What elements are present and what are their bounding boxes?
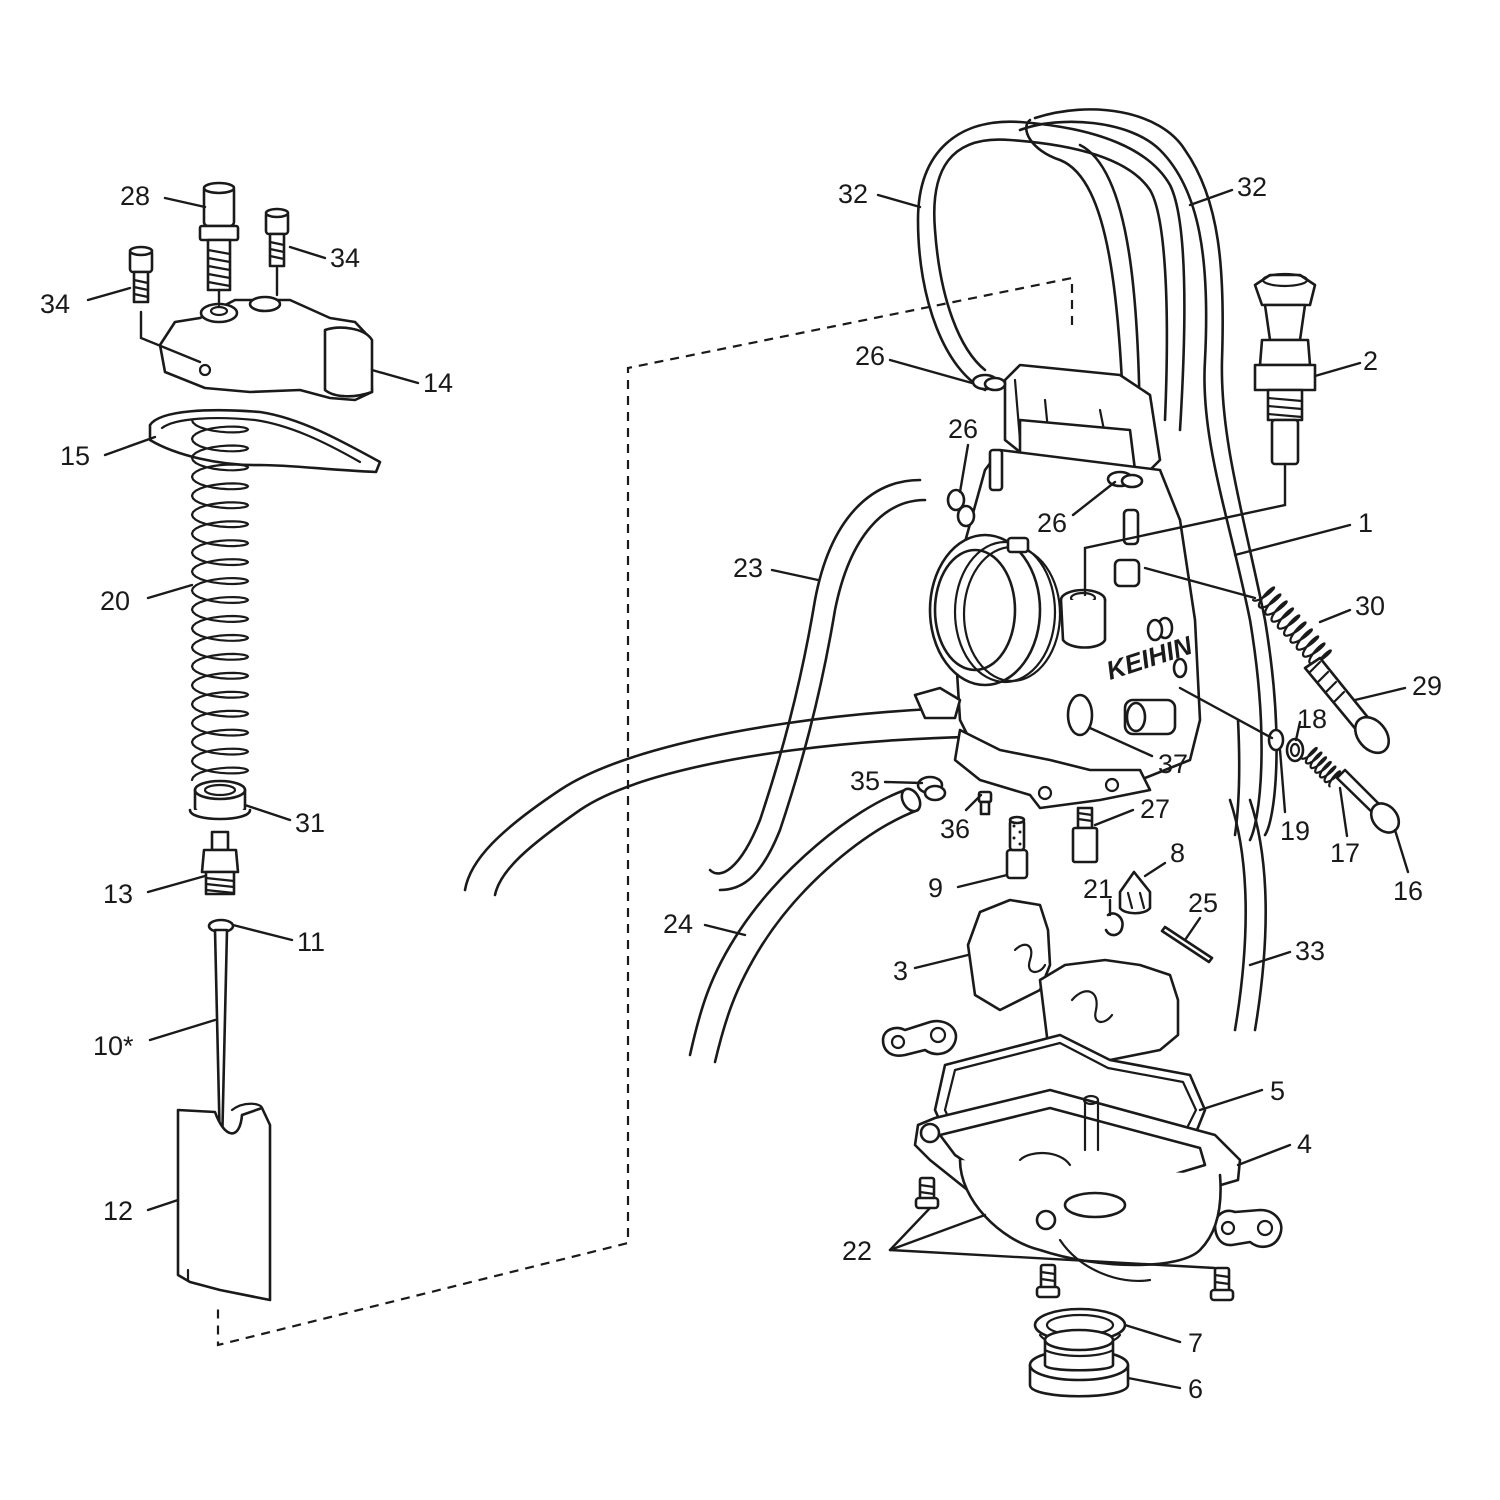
callout-8: 8 <box>1170 838 1185 868</box>
part-22-bowl-screw-c <box>1209 1266 1235 1302</box>
callout-5: 5 <box>1270 1076 1285 1106</box>
callout-labels: 28 34 34 14 15 20 31 13 11 10* 12 32 32 … <box>40 172 1442 1404</box>
callout-26-right: 26 <box>1037 508 1067 538</box>
part-31-spring-retainer <box>188 779 252 821</box>
small-gasket-plate-right <box>1213 1208 1283 1249</box>
part-18-washer <box>1285 737 1305 763</box>
callout-37: 37 <box>1158 749 1188 779</box>
part-30-idle-screw-spring <box>1252 586 1332 672</box>
part-26-clamp-top <box>971 373 1007 392</box>
part-8-float-needle-valve <box>1118 870 1152 915</box>
part-25-float-pin <box>1160 925 1214 964</box>
part-4-float-bowl <box>913 1088 1242 1282</box>
callout-32-left: 32 <box>838 179 868 209</box>
overflow-hose-33 <box>1228 798 1267 1032</box>
callout-16: 16 <box>1393 876 1423 906</box>
callout-18: 18 <box>1297 704 1327 734</box>
part-6-drain-plug <box>1028 1328 1130 1398</box>
callout-22: 22 <box>842 1236 872 1266</box>
callout-21: 21 <box>1083 874 1113 904</box>
callout-17: 17 <box>1330 838 1360 868</box>
part-13-needle-holder <box>200 830 240 896</box>
callout-10: 10* <box>93 1031 134 1061</box>
leader-lines <box>86 188 1410 1390</box>
callout-24: 24 <box>663 909 693 939</box>
callout-27: 27 <box>1140 794 1170 824</box>
callout-14: 14 <box>423 368 453 398</box>
part-12-throttle-slide <box>176 1102 272 1302</box>
callout-23: 23 <box>733 553 763 583</box>
part-20-slide-spring <box>190 418 250 782</box>
callout-30: 30 <box>1355 591 1385 621</box>
part-34-screw-left <box>128 245 154 304</box>
part-28-hose-fitting <box>198 181 240 292</box>
callout-2: 2 <box>1363 346 1378 376</box>
part-17-air-screw-spring <box>1300 746 1342 788</box>
callout-1: 1 <box>1358 508 1373 538</box>
callout-15: 15 <box>60 441 90 471</box>
callout-31: 31 <box>295 808 325 838</box>
callout-28: 28 <box>120 181 150 211</box>
vent-hose-23 <box>708 478 927 892</box>
part-26-clamp-left <box>946 488 976 528</box>
callout-12: 12 <box>103 1196 133 1226</box>
part-21-valve-clip <box>1104 912 1124 937</box>
part-34-screw-right <box>264 207 290 268</box>
part-15-cover-gasket <box>148 408 382 474</box>
part-27-main-jet <box>1071 806 1099 864</box>
callout-19: 19 <box>1280 816 1310 846</box>
part-22-bowl-screw-a <box>914 1176 940 1210</box>
callout-7: 7 <box>1188 1328 1203 1358</box>
callout-36: 36 <box>940 814 970 844</box>
callout-13: 13 <box>103 879 133 909</box>
callout-29: 29 <box>1412 671 1442 701</box>
callout-26-top: 26 <box>855 341 885 371</box>
callout-26-left: 26 <box>948 414 978 444</box>
callout-11: 11 <box>297 927 325 957</box>
part-3-float <box>966 898 1180 1064</box>
callout-33: 33 <box>1295 936 1325 966</box>
fuel-hose-24 <box>688 787 922 1064</box>
callout-20: 20 <box>100 586 130 616</box>
callout-25: 25 <box>1188 888 1218 918</box>
callout-6: 6 <box>1188 1374 1203 1404</box>
assembly-dashed-line <box>216 276 1074 1347</box>
part-2-starter-plunger <box>1253 272 1317 466</box>
callout-9: 9 <box>928 873 943 903</box>
part-16-air-screw <box>1335 768 1401 834</box>
callout-4: 4 <box>1297 1129 1312 1159</box>
part-19-o-ring <box>1267 728 1285 752</box>
vent-hose-32-left <box>916 120 1186 432</box>
part-29-idle-screw <box>1303 656 1391 755</box>
callout-3: 3 <box>893 956 908 986</box>
callout-34-right: 34 <box>330 243 360 273</box>
callout-34-left: 34 <box>40 289 70 319</box>
callout-35: 35 <box>850 766 880 796</box>
small-gasket-plate-left <box>881 1019 958 1057</box>
callout-32-right: 32 <box>1237 172 1267 202</box>
part-22-bowl-screw-b <box>1035 1263 1061 1299</box>
part-35-hose-clamp <box>916 775 947 802</box>
part-9-needle-jet <box>1005 815 1029 880</box>
part-14-top-cover <box>158 295 374 402</box>
